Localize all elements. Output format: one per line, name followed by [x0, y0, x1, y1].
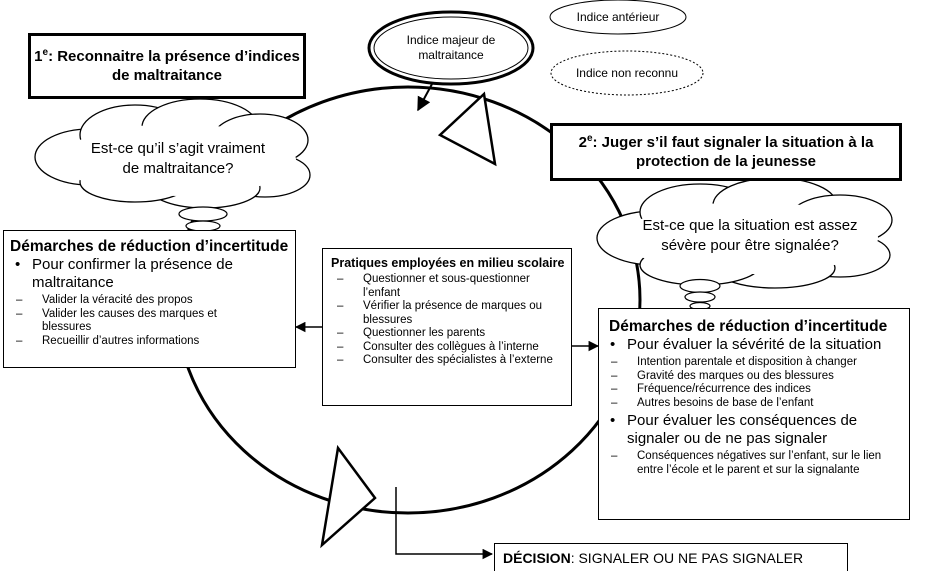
- step-1-box: 1e: Reconnaitre la présence d’indices de…: [28, 33, 306, 99]
- cycle-arrow-bottom-icon: [320, 444, 377, 549]
- step-1-label: 1e: Reconnaitre la présence d’indices de…: [31, 47, 303, 85]
- right-box-item: Gravité des marques ou des blessures: [605, 370, 905, 384]
- right-box-sublist: Conséquences négatives sur l’enfant, sur…: [605, 450, 905, 477]
- decision-text: : SIGNALER OU NE PAS SIGNALER: [570, 549, 804, 566]
- right-box-title: Démarches de réduction d’incertitude: [609, 318, 888, 335]
- step-2-label: 2e: Juger s’il faut signaler la situatio…: [553, 133, 899, 171]
- decision-arrow: [395, 487, 494, 560]
- left-uncertainty-box: Démarches de réduction d’incertitude Pou…: [3, 230, 296, 368]
- major-index-arrow: [417, 83, 433, 112]
- left-box-list: Pour confirmer la présence de maltraitan…: [10, 256, 289, 348]
- unrecognized-index-label: Indice non reconnu: [575, 66, 679, 80]
- left-box-item: Valider la véracité des propos: [10, 294, 289, 308]
- left-box-sublist: Valider la véracité des propos Valider l…: [10, 294, 289, 348]
- previous-index-ellipse: [549, 0, 687, 35]
- right-box-item: Autres besoins de base de l’enfant: [605, 397, 905, 411]
- left-box-item: Recueillir d’autres informations: [10, 335, 289, 349]
- unrecognized-index-ellipse: [550, 50, 704, 96]
- right-box-bullet: Pour évaluer les conséquences de signale…: [605, 412, 905, 477]
- right-thought-text: Est-ce que la situation est assez sévère…: [642, 217, 858, 254]
- step-1-ordinal: e: [42, 47, 49, 58]
- right-box-item: Conséquences négatives sur l’enfant, sur…: [605, 450, 905, 477]
- school-practice-item: Consulter des spécialistes à l’externe: [331, 354, 565, 368]
- right-uncertainty-box: Démarches de réduction d’incertitude Pou…: [598, 308, 910, 520]
- previous-index-label: Indice antérieur: [576, 10, 660, 24]
- step-2-text: : Juger s’il faut signaler la situation …: [592, 134, 874, 170]
- school-practice-item: Questionner les parents: [331, 327, 565, 341]
- right-box-list: Pour évaluer la sévérité de la situation…: [605, 336, 905, 477]
- left-thought-text: Est-ce qu’il s’agit vraiment de maltrait…: [90, 140, 266, 177]
- right-box-item: Intention parentale et disposition à cha…: [605, 356, 905, 370]
- school-practices-box: Pratiques employées en milieu scolaire Q…: [322, 248, 572, 406]
- cycle-arrow-top-icon: [437, 91, 497, 167]
- major-index-label: Indice majeur de maltraitance: [406, 33, 496, 62]
- school-practice-item: Consulter des collègues à l’interne: [331, 341, 565, 355]
- left-box-bullet: Pour confirmer la présence de maltraitan…: [10, 256, 289, 348]
- left-box-item: Valider les causes des marques et blessu…: [10, 308, 289, 335]
- school-practice-item: Vérifier la présence de marques ou bless…: [331, 300, 565, 327]
- left-box-bullet-text: Pour confirmer la présence de maltraitan…: [32, 256, 233, 291]
- step-2-box: 2e: Juger s’il faut signaler la situatio…: [550, 123, 902, 181]
- right-box-item: Fréquence/récurrence des indices: [605, 383, 905, 397]
- school-practice-item: Questionner et sous-questionner l’enfant: [331, 273, 565, 300]
- major-index-ellipse-inner: [373, 16, 529, 80]
- decision-box: DÉCISION: SIGNALER OU NE PAS SIGNALER: [494, 543, 848, 571]
- left-box-title: Démarches de réduction d’incertitude: [10, 238, 289, 255]
- right-box-bullet-text: Pour évaluer la sévérité de la situation: [627, 336, 882, 353]
- major-index-ellipse: [367, 10, 535, 86]
- step-1-text: : Reconnaitre la présence d’indices de m…: [48, 48, 300, 84]
- school-practices-list: Questionner et sous-questionner l’enfant…: [331, 273, 565, 368]
- step-1-number: 1: [34, 48, 43, 65]
- step-2-ordinal: e: [586, 133, 593, 144]
- school-practices-title: Pratiques employées en milieu scolaire: [331, 256, 565, 270]
- decision-label: DÉCISION: [503, 549, 571, 566]
- right-box-sublist: Intention parentale et disposition à cha…: [605, 356, 905, 410]
- right-box-bullet: Pour évaluer la sévérité de la situation…: [605, 336, 905, 410]
- right-box-bullet-text: Pour évaluer les conséquences de signale…: [627, 412, 858, 447]
- step-2-number: 2: [578, 134, 587, 151]
- right-thought-bubbles: [679, 278, 721, 311]
